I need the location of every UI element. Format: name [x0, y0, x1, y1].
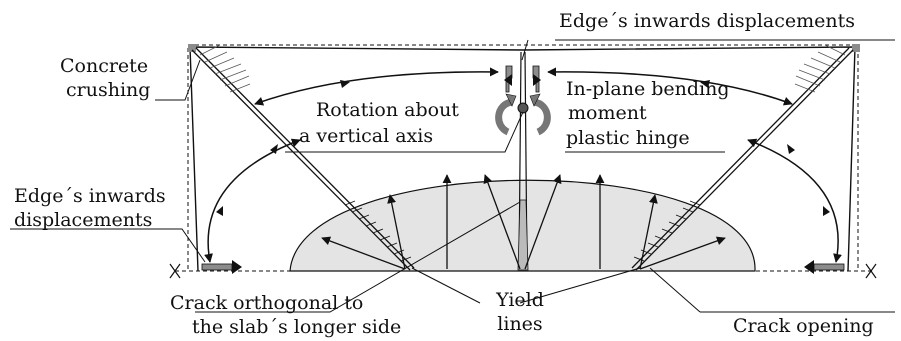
label-crack-opening: Crack opening: [733, 315, 874, 337]
corner-block-left: [188, 44, 196, 52]
label-bending-1: In-plane bending: [566, 78, 730, 100]
label-crack-orthogonal-1: Crack orthogonal to: [170, 292, 364, 314]
crushing-hatch-left: [199, 44, 251, 93]
arc-markers: [216, 80, 830, 216]
crushing-hatch-right: [794, 44, 846, 93]
label-edge-inwards-left-2: displacements: [14, 209, 153, 231]
central-crack-hatch: [517, 199, 529, 271]
leader-lines: [10, 39, 895, 313]
crack-hatch-right: [633, 200, 701, 262]
corner-block-right: [852, 44, 860, 52]
arc-top-right: [547, 67, 793, 106]
crack-hatch-left: [344, 200, 412, 262]
label-yield-1: Yield: [496, 289, 544, 311]
label-bending-2: moment: [568, 102, 647, 124]
label-edge-inwards-left-1: Edge´s inwards: [14, 185, 166, 207]
left-support-icon: [169, 263, 181, 279]
pressure-arrows: [321, 174, 726, 270]
label-concrete-crushing-1: Concrete: [60, 55, 149, 77]
label-rotation-1: Rotation about: [316, 99, 459, 121]
right-support-icon: [865, 263, 877, 279]
bottom-left-pusher: [201, 260, 242, 274]
arc-top-left: [254, 67, 499, 106]
arc-right: [747, 138, 842, 263]
arc-left: [204, 138, 301, 263]
label-concrete-crushing-2: crushing: [66, 79, 151, 101]
bottom-right-pusher: [804, 260, 845, 274]
label-yield-2: lines: [497, 313, 543, 335]
rotation-icon: [495, 93, 551, 136]
label-crack-orthogonal-2: the slab´s longer side: [192, 316, 402, 338]
label-bending-3: plastic hinge: [566, 127, 690, 149]
label-rotation-2: a vertical axis: [299, 125, 434, 147]
label-edge-inwards-top: Edge´s inwards displacements: [559, 10, 855, 32]
top-displacement-arrows: [504, 65, 541, 93]
